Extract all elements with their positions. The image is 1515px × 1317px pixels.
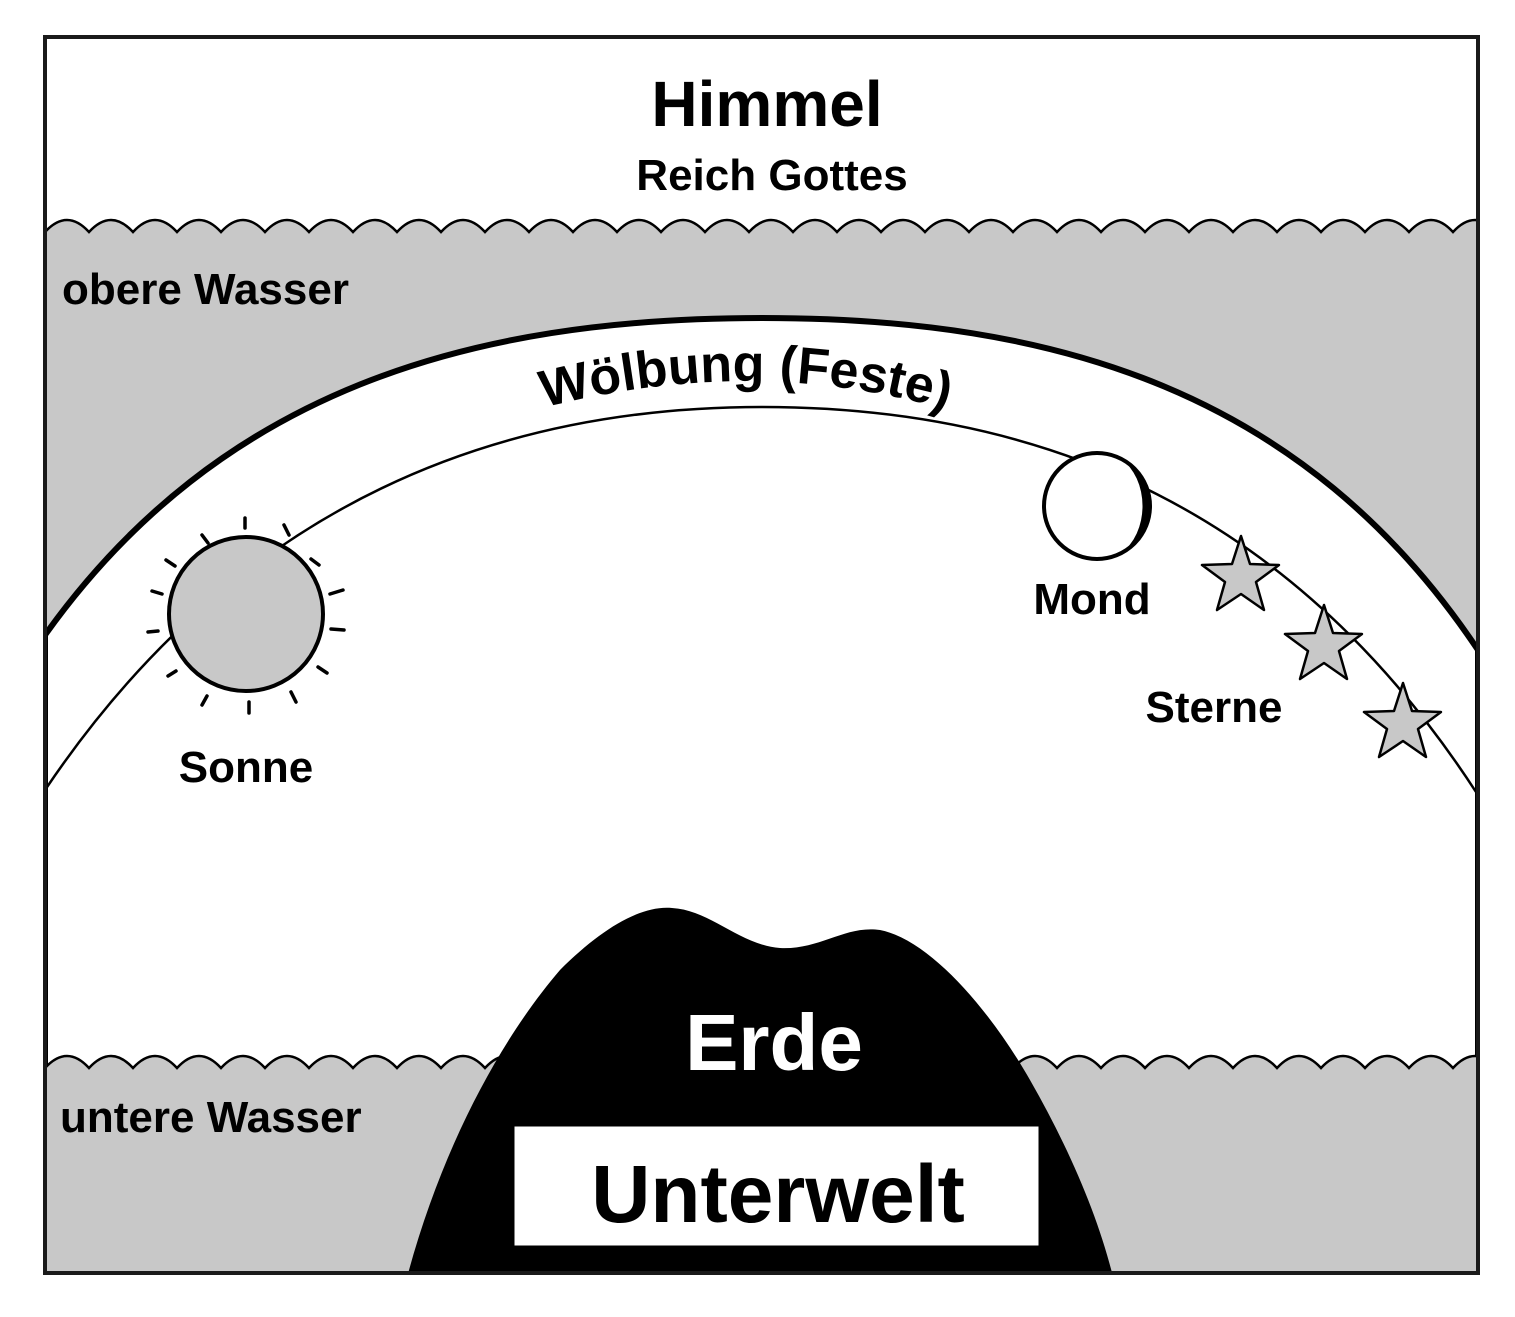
moon-icon: [1042, 451, 1152, 561]
lower-waters-label: untere Wasser: [60, 1093, 362, 1142]
earth-label: Erde: [685, 998, 863, 1087]
heaven-subtitle: Reich Gottes: [636, 151, 907, 200]
firmament-dome: [45, 314, 1478, 1273]
underworld-box: [511, 1123, 1042, 1249]
stars-label: Sterne: [1146, 683, 1283, 732]
sun-label: Sonne: [179, 743, 313, 792]
diagram-frame: [43, 35, 1480, 1275]
moon-label: Mond: [1033, 575, 1150, 624]
underworld-label: Unterwelt: [591, 1149, 965, 1240]
star-icon-3: [1362, 681, 1443, 759]
heaven-title: Himmel: [651, 68, 882, 140]
star-icon-2: [1283, 603, 1364, 681]
upper-waters-label: obere Wasser: [62, 265, 349, 314]
star-icon-1: [1200, 534, 1281, 612]
sun-icon: [146, 516, 346, 715]
